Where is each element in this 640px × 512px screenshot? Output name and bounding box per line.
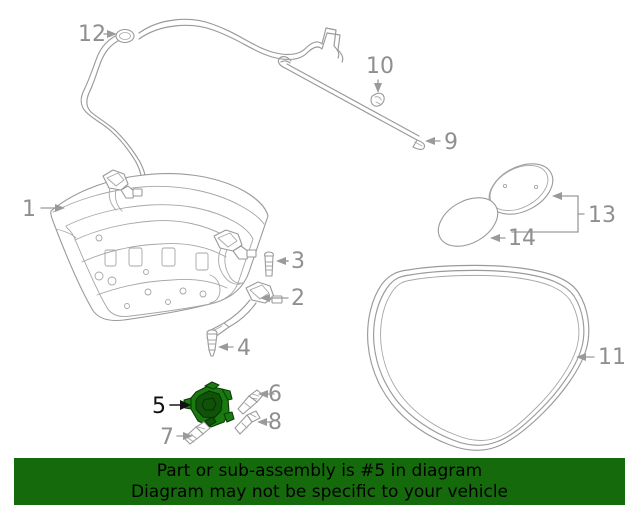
notice-line-primary: Part or sub-assembly is #5 in diagram	[156, 460, 483, 481]
callout-2-label: 2	[291, 286, 305, 311]
access-hole-cover-lower	[437, 197, 499, 247]
notice-line-secondary: Diagram may not be specific to your vehi…	[130, 481, 508, 502]
trunk-lid-hinge-left	[102, 169, 143, 212]
callout-3-label: 3	[291, 249, 305, 274]
callout-13: 13	[511, 192, 616, 233]
callout-9: 9	[425, 130, 458, 155]
hinge-bolt-upper	[263, 251, 275, 277]
callout-10-label: 10	[366, 54, 394, 79]
trunk-lid-hinge-right	[213, 229, 257, 285]
callout-9-label: 9	[444, 130, 458, 155]
callout-8-label: 8	[268, 410, 282, 435]
trunk-lid	[50, 172, 269, 322]
callout-10: 10	[366, 54, 394, 93]
callout-11-label: 11	[598, 345, 626, 370]
release-rod	[277, 56, 426, 151]
callout-12: 12	[78, 22, 117, 47]
callout-7-label: 7	[160, 425, 174, 450]
callout-4-label: 4	[237, 336, 251, 361]
callout-14: 14	[490, 226, 536, 251]
callout-1: 1	[22, 197, 65, 222]
callout-2: 2	[260, 286, 305, 311]
release-cable	[80, 18, 344, 183]
notice-banner: Part or sub-assembly is #5 in diagram Di…	[14, 458, 625, 505]
callout-13-label: 13	[588, 203, 616, 228]
callout-14-label: 14	[508, 226, 536, 251]
callout-12-label: 12	[78, 22, 106, 47]
callout-5-label: 5	[152, 394, 166, 419]
callout-3: 3	[276, 249, 305, 274]
callout-1-label: 1	[22, 197, 36, 222]
trunk-weatherstrip	[367, 264, 590, 451]
latch-screw-upper	[237, 389, 264, 415]
callout-6: 6	[258, 382, 282, 407]
callout-6-label: 6	[268, 382, 282, 407]
hinge-bolt-lower	[206, 329, 218, 357]
callout-11: 11	[576, 345, 626, 370]
callout-8: 8	[257, 410, 282, 435]
latch-screw-lower	[234, 410, 261, 435]
callout-7: 7	[160, 425, 193, 450]
callout-5: 5	[152, 394, 191, 419]
callout-4: 4	[218, 336, 251, 361]
